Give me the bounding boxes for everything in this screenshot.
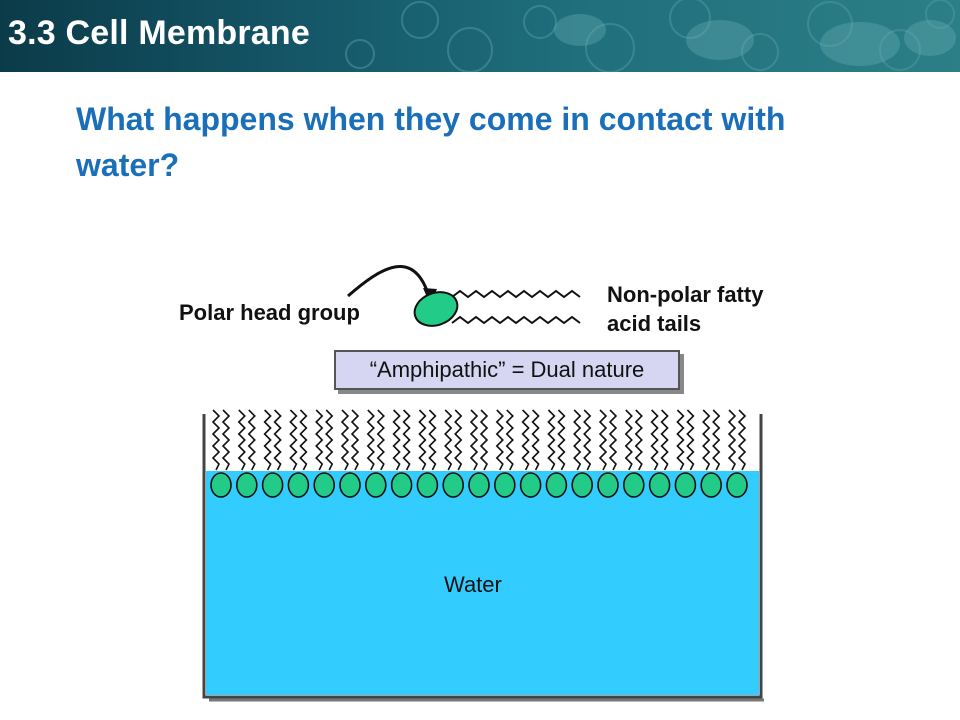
header-bar: 3.3 Cell Membrane	[0, 0, 960, 72]
head-pointer-arrow	[347, 265, 432, 301]
monolayer-head	[597, 472, 619, 498]
monolayer-tail	[376, 409, 385, 471]
monolayer-tail	[727, 409, 737, 471]
monolayer-tail	[547, 409, 556, 471]
monolayer-head	[364, 472, 387, 498]
nonpolar-tails-label: Non-polar fatty acid tails	[607, 282, 764, 336]
monolayer-head	[339, 472, 361, 498]
slide-question: What happens when they come in contact w…	[76, 101, 786, 183]
monolayer-tail	[505, 409, 514, 471]
monolayer-tail	[325, 409, 334, 471]
monolayer-tail	[444, 409, 453, 471]
monolayer-tail	[573, 409, 582, 471]
monolayer-tail	[479, 409, 489, 471]
monolayer-tail	[289, 409, 298, 471]
monolayer-head	[210, 472, 232, 498]
water-container	[202, 414, 763, 699]
monolayer-tail	[531, 409, 540, 471]
monolayer-head	[648, 472, 671, 498]
slide-section-title: 3.3 Cell Membrane	[8, 14, 310, 52]
monolayer-tail	[247, 409, 256, 471]
monolayer-tail	[557, 409, 566, 471]
monolayer-tail	[702, 409, 711, 471]
fatty-acid-tail-lower	[451, 315, 581, 325]
monolayer-tail	[392, 409, 401, 471]
polar-head-icon	[413, 291, 459, 327]
monolayer-tail	[495, 409, 504, 471]
phospholipid-monolayer	[210, 409, 748, 498]
monolayer-tail	[521, 409, 530, 471]
monolayer-head	[674, 472, 697, 498]
monolayer-tail	[315, 409, 324, 471]
monolayer-tail	[454, 409, 463, 471]
monolayer-tail	[418, 409, 427, 471]
monolayer-tail	[676, 409, 685, 471]
monolayer-head	[416, 472, 439, 498]
monolayer-head	[545, 472, 568, 498]
monolayer-head	[468, 472, 490, 498]
monolayer-tail	[598, 409, 608, 471]
monolayer-tail	[221, 409, 231, 471]
amphipathic-callout: “Amphipathic” = Dual nature	[334, 350, 680, 390]
monolayer-head	[313, 472, 336, 498]
monolayer-tail	[712, 409, 721, 471]
monolayer-tail	[608, 409, 618, 471]
monolayer-tail	[366, 409, 375, 471]
water-body	[206, 471, 759, 695]
monolayer-tail	[273, 409, 282, 471]
monolayer-tail	[263, 409, 272, 471]
monolayer-head	[726, 472, 748, 498]
monolayer-tail	[583, 409, 592, 471]
monolayer-head	[519, 472, 542, 498]
fatty-acid-tail-upper	[451, 289, 581, 299]
monolayer-head	[287, 472, 310, 498]
monolayer-head	[700, 472, 723, 498]
monolayer-tail	[211, 409, 221, 471]
monolayer-tail	[237, 409, 246, 471]
monolayer-head	[390, 472, 413, 498]
monolayer-head	[442, 472, 465, 498]
monolayer-tail	[686, 409, 695, 471]
monolayer-head	[571, 472, 594, 498]
monolayer-head	[236, 472, 258, 498]
water-label: Water	[444, 572, 502, 597]
monolayer-tail	[469, 409, 479, 471]
monolayer-tail	[402, 409, 411, 471]
header-cell-texture	[345, 0, 956, 72]
monolayer-tail	[634, 409, 643, 471]
monolayer-tail	[624, 409, 633, 471]
monolayer-head	[261, 472, 284, 498]
monolayer-tail	[428, 409, 437, 471]
polar-head-label: Polar head group	[179, 300, 360, 325]
monolayer-tail	[350, 409, 360, 471]
monolayer-tail	[660, 409, 669, 471]
monolayer-head	[622, 472, 645, 498]
monolayer-tail	[737, 409, 747, 471]
monolayer-tail	[299, 409, 308, 471]
monolayer-tail	[340, 409, 350, 471]
monolayer-tail	[650, 409, 659, 471]
monolayer-head	[493, 472, 516, 498]
